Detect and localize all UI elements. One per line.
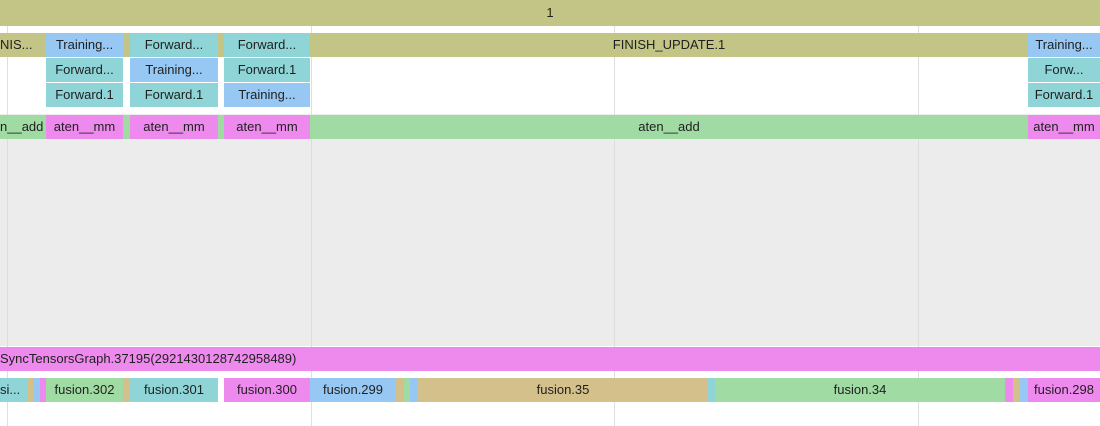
slice-label: Training... — [145, 62, 203, 77]
step-row-slice[interactable]: Forward... — [224, 33, 310, 57]
slice-label: Training... — [238, 87, 296, 102]
slice-label: Forward.1 — [144, 87, 204, 102]
slice-label: fusion.302 — [54, 382, 115, 397]
time-gridline — [311, 0, 312, 426]
slice-label: aten__mm — [1033, 119, 1095, 134]
fusion-row-slice[interactable]: fusion.302 — [46, 378, 123, 402]
slice-label: Training... — [1035, 37, 1093, 52]
sub-row-2-slice[interactable]: Forward.1 — [46, 83, 123, 107]
slice-label: fusion.34 — [833, 382, 887, 397]
aten-row-slice[interactable]: aten__mm — [224, 115, 310, 139]
slice-label: aten__mm — [53, 119, 116, 134]
slice-label: Training... — [55, 37, 114, 52]
fusion-row-slice[interactable] — [708, 378, 715, 402]
aten-row-slice[interactable]: n__add — [0, 115, 46, 139]
step-row-slice[interactable]: Forward... — [130, 33, 218, 57]
fusion-row-slice[interactable] — [1013, 378, 1020, 402]
slice-label: Forward.1 — [55, 87, 114, 102]
slice-label: Forward.1 — [1034, 87, 1094, 102]
fusion-row-slice[interactable] — [27, 378, 33, 402]
fusion-row-slice[interactable] — [33, 378, 40, 402]
fusion-row-slice[interactable] — [1005, 378, 1013, 402]
slice-label: Forward... — [55, 62, 114, 77]
graph-row-slice[interactable]: SyncTensorsGraph.37195(29214301287429584… — [0, 347, 1100, 371]
aten-row-slice[interactable] — [218, 115, 224, 139]
step-row-slice[interactable]: Training... — [1028, 33, 1100, 57]
fusion-row-slice[interactable] — [404, 378, 410, 402]
fusion-row-slice[interactable]: fusion.34 — [715, 378, 1005, 402]
step-row-slice[interactable]: NIS... — [0, 33, 46, 57]
slice-label: n__add — [0, 119, 44, 134]
aten-row-slice[interactable]: aten__mm — [46, 115, 123, 139]
step-row-slice[interactable] — [218, 33, 224, 57]
slice-label: aten__mm — [236, 119, 298, 134]
time-gridline — [7, 0, 8, 426]
process-slice-label: 1 — [546, 5, 554, 20]
fusion-row-slice[interactable]: fusion.301 — [130, 378, 218, 402]
time-gridline — [918, 0, 919, 426]
slice-label: Forward... — [237, 37, 297, 52]
fusion-row-slice[interactable] — [396, 378, 404, 402]
fusion-row-slice[interactable]: fusion.298 — [1028, 378, 1100, 402]
fusion-row-slice[interactable] — [40, 378, 46, 402]
sub-row-2-slice[interactable]: Forward.1 — [1028, 83, 1100, 107]
slice-label: Forward... — [144, 37, 204, 52]
fusion-row-slice[interactable] — [123, 378, 130, 402]
step-row-slice[interactable] — [123, 33, 130, 57]
slice-label: FINISH_UPDATE.1 — [612, 37, 726, 52]
process-slice[interactable]: 1 — [0, 0, 1100, 26]
slice-label: fusion.35 — [536, 382, 590, 397]
fusion-row-slice[interactable]: fusion.35 — [418, 378, 708, 402]
aten-row-slice[interactable]: aten__add — [310, 115, 1028, 139]
slice-label: Forw... — [1044, 62, 1084, 77]
sub-row-1-slice[interactable]: Training... — [130, 58, 218, 82]
slice-label: fusion.301 — [144, 382, 204, 397]
slice-label: Forward.1 — [237, 62, 297, 77]
slice-label: fusion.300 — [237, 382, 297, 397]
aten-row-slice[interactable] — [123, 115, 130, 139]
slice-label: fusion.299 — [323, 382, 383, 397]
fusion-row-slice[interactable]: fusion.300 — [224, 378, 310, 402]
sub-row-1-slice[interactable]: Forward... — [46, 58, 123, 82]
fusion-row-slice[interactable]: si... — [0, 378, 27, 402]
sub-row-2-slice[interactable]: Forward.1 — [130, 83, 218, 107]
time-gridline — [614, 0, 615, 426]
sub-row-2-slice[interactable]: Training... — [224, 83, 310, 107]
slice-label: aten__mm — [143, 119, 205, 134]
slice-label: SyncTensorsGraph.37195(29214301287429584… — [0, 351, 297, 366]
aten-row-slice[interactable]: aten__mm — [130, 115, 218, 139]
fusion-row-slice[interactable] — [1020, 378, 1028, 402]
band-grey-area — [0, 114, 1100, 346]
slice-label: NIS... — [0, 37, 33, 52]
slice-label: aten__add — [638, 119, 700, 134]
aten-row-slice[interactable]: aten__mm — [1028, 115, 1100, 139]
sub-row-1-slice[interactable]: Forw... — [1028, 58, 1100, 82]
step-row-slice[interactable]: Training... — [46, 33, 123, 57]
slice-label: si... — [0, 382, 21, 397]
sub-row-1-slice[interactable]: Forward.1 — [224, 58, 310, 82]
step-row-slice[interactable]: FINISH_UPDATE.1 — [310, 33, 1028, 57]
fusion-row-slice[interactable] — [410, 378, 418, 402]
fusion-row-slice[interactable]: fusion.299 — [310, 378, 396, 402]
slice-label: fusion.298 — [1034, 382, 1094, 397]
